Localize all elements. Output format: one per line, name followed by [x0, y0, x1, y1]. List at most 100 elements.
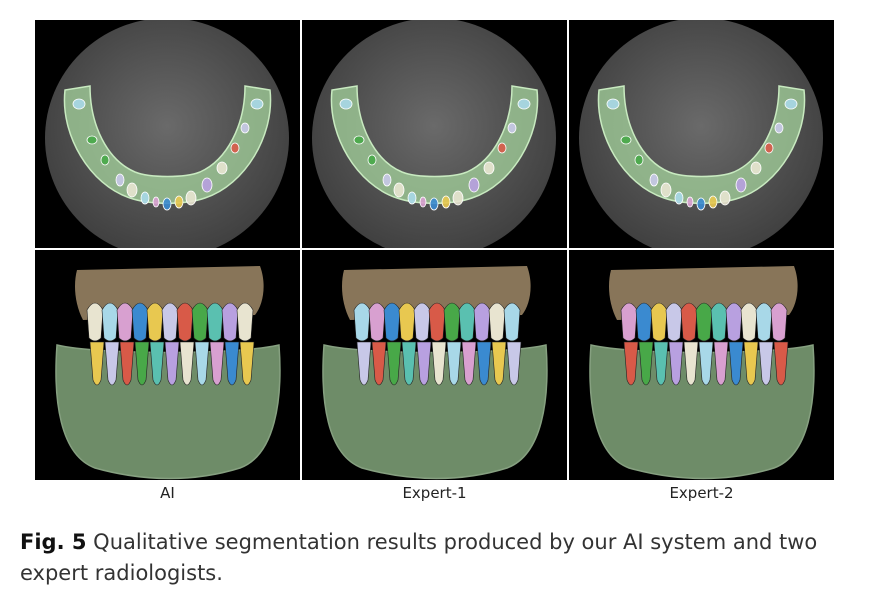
- tooth-cross-section: [393, 182, 405, 198]
- tooth-cross-section: [517, 98, 531, 110]
- tooth-cross-section: [240, 122, 250, 134]
- mandible-overlay: [330, 85, 539, 204]
- ct-slice-expert-1: [302, 20, 567, 248]
- upper-tooth: [86, 302, 104, 342]
- tooth-cross-section: [140, 191, 150, 205]
- tooth-cross-section: [100, 154, 110, 166]
- tooth-cross-section: [735, 177, 747, 193]
- column-label-ai: AI: [160, 484, 175, 502]
- figure-caption: Fig. 5 Qualitative segmentation results …: [20, 527, 850, 589]
- mandible-overlay: [63, 85, 272, 204]
- lower-tooth: [773, 341, 789, 386]
- tooth-cross-section: [649, 173, 659, 187]
- lower-tooth: [371, 341, 387, 386]
- tooth-cross-section: [367, 154, 377, 166]
- lower-tooth: [194, 341, 210, 386]
- tooth-cross-section: [750, 161, 762, 175]
- ct-field: [312, 20, 556, 248]
- lower-tooth: [179, 341, 195, 386]
- upper-tooth: [353, 302, 371, 342]
- lower-tooth: [713, 341, 729, 386]
- tooth-cross-section: [507, 122, 517, 134]
- tooth-cross-section: [115, 173, 125, 187]
- ct-field: [45, 20, 289, 248]
- upper-tooth: [665, 302, 683, 342]
- lower-tooth: [623, 341, 639, 386]
- tooth-cross-section: [419, 196, 427, 208]
- lower-tooth: [89, 341, 105, 386]
- lower-tooth: [356, 341, 372, 386]
- ct-slice-image: [45, 20, 289, 248]
- upper-tooth: [443, 302, 461, 342]
- tooth-cross-section: [708, 195, 718, 209]
- tooth-cross-section: [452, 190, 464, 206]
- upper-tooth: [740, 302, 758, 342]
- upper-tooth: [680, 302, 698, 342]
- upper-tooth: [503, 302, 521, 342]
- upper-tooth: [368, 302, 386, 342]
- upper-tooth: [101, 302, 119, 342]
- lower-tooth: [683, 341, 699, 386]
- lower-tooth: [476, 341, 492, 386]
- tooth-cross-section: [407, 191, 417, 205]
- upper-tooth: [695, 302, 713, 342]
- lower-tooth: [698, 341, 714, 386]
- tooth-cross-section: [719, 190, 731, 206]
- tooth-cross-section: [774, 122, 784, 134]
- lower-tooth: [638, 341, 654, 386]
- lower-tooth: [416, 341, 432, 386]
- lower-tooth: [446, 341, 462, 386]
- upper-tooth: [473, 302, 491, 342]
- lower-tooth: [431, 341, 447, 386]
- lower-tooth: [209, 341, 225, 386]
- upper-tooth: [398, 302, 416, 342]
- lower-tooth: [653, 341, 669, 386]
- upper-tooth: [236, 302, 254, 342]
- upper-tooth: [725, 302, 743, 342]
- upper-tooth: [221, 302, 239, 342]
- tooth-cross-section: [429, 197, 439, 211]
- tooth-cross-section: [441, 195, 451, 209]
- upper-tooth: [770, 302, 788, 342]
- ct-field: [579, 20, 823, 248]
- lower-tooth: [386, 341, 402, 386]
- tooth-cross-section: [382, 173, 392, 187]
- ct-slice-image: [312, 20, 556, 248]
- upper-tooth: [458, 302, 476, 342]
- lower-tooth: [758, 341, 774, 386]
- tooth-cross-section: [250, 98, 264, 110]
- lower-tooth: [743, 341, 759, 386]
- ct-slice-ai: [35, 20, 300, 248]
- upper-tooth: [146, 302, 164, 342]
- lower-tooth: [668, 341, 684, 386]
- column-label-expert-1: Expert-1: [402, 484, 467, 502]
- lower-tooth: [134, 341, 150, 386]
- tooth-cross-section: [634, 154, 644, 166]
- render-3d-image: [55, 266, 281, 480]
- upper-tooth: [413, 302, 431, 342]
- tooth-cross-section: [606, 98, 620, 110]
- upper-tooth: [131, 302, 149, 342]
- render-3d-ai: [35, 250, 300, 480]
- upper-tooth: [428, 302, 446, 342]
- render-3d-image: [589, 266, 815, 480]
- tooth-cross-section: [216, 161, 228, 175]
- tooth-cross-section: [660, 182, 672, 198]
- tooth-cross-section: [201, 177, 213, 193]
- tooth-cross-section: [72, 98, 86, 110]
- tooth-cross-section: [152, 196, 160, 208]
- upper-tooth: [116, 302, 134, 342]
- tooth-cross-section: [185, 190, 197, 206]
- tooth-cross-section: [468, 177, 480, 193]
- tooth-cross-section: [686, 196, 694, 208]
- upper-tooth: [176, 302, 194, 342]
- lower-tooth: [461, 341, 477, 386]
- column-label-expert-2: Expert-2: [669, 484, 734, 502]
- tooth-cross-section: [620, 135, 632, 145]
- ct-slice-expert-2: [569, 20, 834, 248]
- upper-tooth: [755, 302, 773, 342]
- lower-tooth: [224, 341, 240, 386]
- upper-tooth: [383, 302, 401, 342]
- lower-tooth: [491, 341, 507, 386]
- lower-tooth: [149, 341, 165, 386]
